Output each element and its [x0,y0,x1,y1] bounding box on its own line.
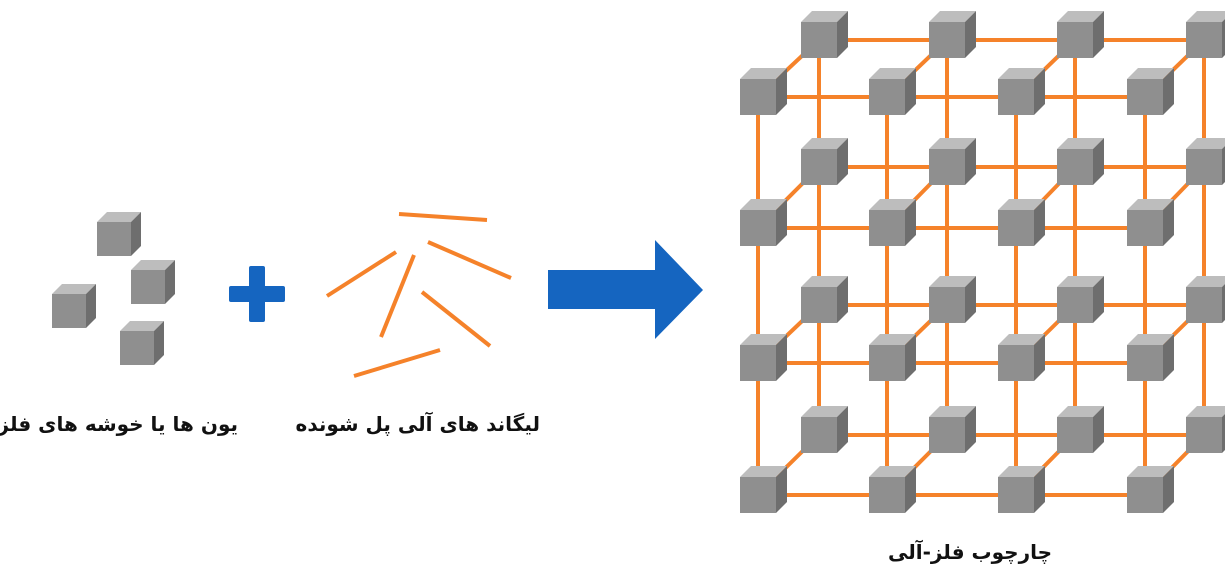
framework-node-cube [740,334,787,381]
framework-node-cube [1057,276,1104,323]
framework-node-cube [740,68,787,115]
organic-linker-sticks [325,212,512,378]
framework-node-cube [1127,199,1174,246]
framework-node-cube [740,466,787,513]
framework-node-cube [998,199,1045,246]
framework-node-cube [1186,11,1225,58]
metal-node-cube [52,284,96,328]
framework-node-cube [869,466,916,513]
right-arrow-icon [548,240,703,339]
framework-node-cube [740,199,787,246]
framework-node-cube [801,11,848,58]
framework-node-cube [929,406,976,453]
metal-node-cubes [52,212,175,365]
linker-stick [398,212,488,222]
framework-node-cube [929,138,976,185]
metal-nodes-label: یون ها یا خوشه های فلزی [0,412,238,436]
linker-stick [427,240,512,280]
framework-node-cube [801,276,848,323]
framework-node-cube [801,138,848,185]
framework-node-cube [869,334,916,381]
framework-node-cube [1186,406,1225,453]
framework-node-cube [869,68,916,115]
linker-stick [353,348,441,378]
framework-node-cube [801,406,848,453]
metal-node-cube [97,212,141,256]
framework-node-cube [1127,466,1174,513]
framework-node-cube [998,334,1045,381]
framework-node-cube [929,11,976,58]
linker-stick [379,254,416,338]
metal-organic-framework-lattice [740,11,1225,513]
framework-node-cube [929,276,976,323]
metal-node-cube [131,260,175,304]
framework-node-cube [1057,406,1104,453]
framework-node-cube [1127,334,1174,381]
framework-node-cube [1057,138,1104,185]
framework-node-cube [1127,68,1174,115]
framework-node-cube [1186,138,1225,185]
framework-label: چارچوب فلز-آلی [887,540,1053,564]
metal-node-cube [120,321,164,365]
framework-node-cube [1186,276,1225,323]
framework-node-cube [869,199,916,246]
linker-stick [325,250,398,298]
framework-node-cube [998,68,1045,115]
linker-stick [420,290,492,348]
framework-node-cube [998,466,1045,513]
framework-node-cube [1057,11,1104,58]
organic-linkers-label: لیگاند های آلی پل شونده [295,412,540,436]
plus-icon [229,266,285,322]
